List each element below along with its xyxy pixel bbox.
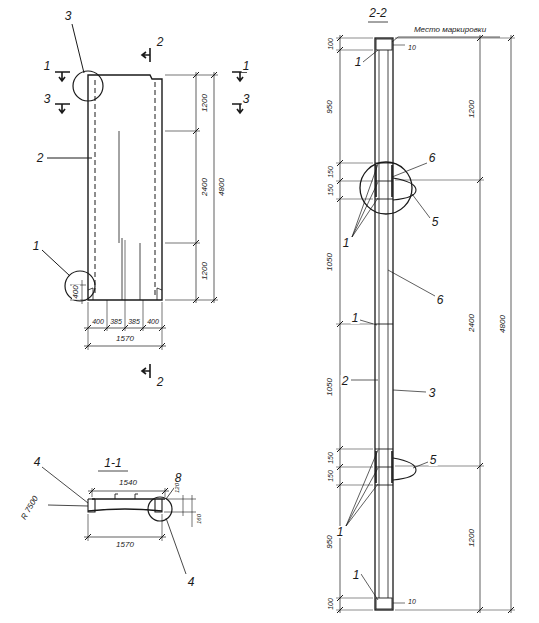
dimension-text: 950 <box>326 534 334 549</box>
dimension-text: 1570 <box>115 541 135 549</box>
dimension-text: 150 <box>327 165 334 179</box>
dimension-text: 150 <box>327 451 334 465</box>
callout-number: 1 <box>342 237 351 249</box>
callout-number: 4 <box>187 576 196 588</box>
dimension-text: 10 <box>407 44 417 51</box>
dimension-text: 385 <box>127 318 141 325</box>
dimension-text: 1540 <box>118 479 138 487</box>
callout-number: 1 <box>336 526 345 538</box>
dimension-text: 1050 <box>326 252 334 272</box>
dimension-text: 4800 <box>499 314 507 334</box>
callout-number: 1 <box>242 60 251 72</box>
callout-number: 2-2 <box>368 7 387 19</box>
panel-elevation <box>42 24 247 378</box>
dimension-text: 2400 <box>201 177 209 197</box>
dimension-text: 950 <box>326 99 334 114</box>
dimension-text: 150 <box>327 183 334 197</box>
callout-number: 1 <box>32 240 41 252</box>
dimension-text: 400 <box>91 318 105 325</box>
callout-number: 1 <box>352 569 361 581</box>
callout-number: 6 <box>436 294 445 306</box>
callout-number: 2 <box>156 376 165 388</box>
dimension-text: 100 <box>327 37 334 51</box>
callout-number: 2 <box>341 375 350 387</box>
callout-number: 2 <box>36 152 45 164</box>
section-2-2 <box>336 22 515 613</box>
callout-number: 1-1 <box>103 457 122 469</box>
dimension-text: 1200 <box>201 261 209 281</box>
callout-number: 3 <box>43 93 52 105</box>
dimension-text: 1200 <box>468 528 476 548</box>
dimension-text: 160 <box>196 513 202 525</box>
dimension-text: 400 <box>146 318 160 325</box>
dimension-text: 150 <box>327 469 334 483</box>
dimension-text: 4800 <box>218 177 226 197</box>
callout-number: 6 <box>428 152 437 164</box>
callout-number: 3 <box>242 93 251 105</box>
callout-number: 5 <box>429 454 438 466</box>
callout-number: 4 <box>33 456 42 468</box>
dimension-text: 100 <box>327 597 334 611</box>
callout-number: 2 <box>156 36 165 48</box>
dimension-text: 120 <box>174 482 180 494</box>
callout-number: 3 <box>64 10 73 22</box>
dimension-text: 10 <box>407 598 417 605</box>
dimension-text: 385 <box>109 318 123 325</box>
dimension-text: 2400 <box>468 313 476 333</box>
dimension-text: Место маркировки <box>413 26 487 34</box>
dimension-text: 1050 <box>326 377 334 397</box>
callout-number: 1 <box>354 56 363 68</box>
callout-number: 1 <box>43 60 52 72</box>
dimension-text: 1200 <box>468 99 476 119</box>
dimension-text: 1570 <box>115 335 135 343</box>
dimension-text: 1200 <box>201 93 209 113</box>
callout-number: 1 <box>351 312 360 324</box>
callout-number: 3 <box>428 387 437 399</box>
dimension-text: 400 <box>72 284 80 299</box>
section-1-1 <box>42 467 196 574</box>
callout-number: 5 <box>431 216 440 228</box>
dimension-text: R 7500 <box>20 494 41 522</box>
